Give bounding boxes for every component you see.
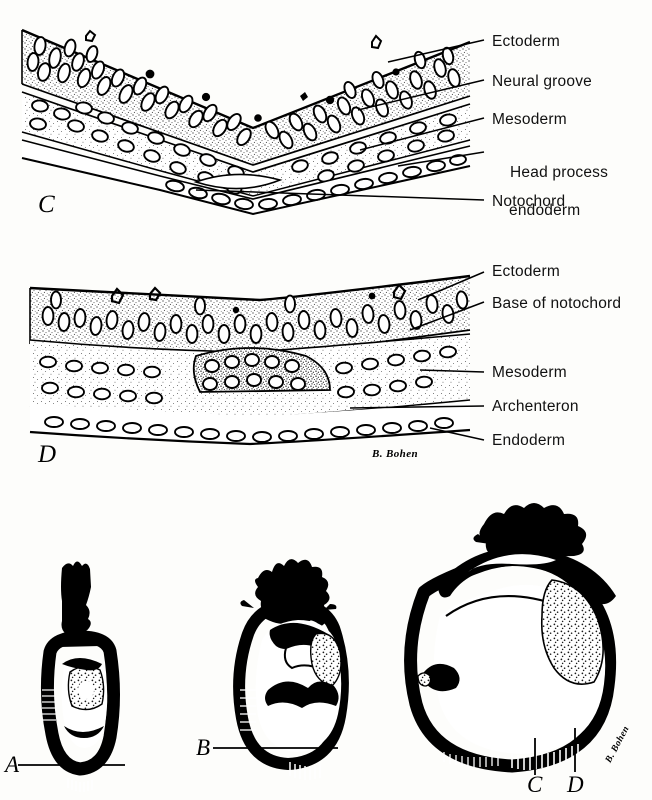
somite-hatching-a bbox=[67, 778, 93, 792]
ectoderm-nuclei-d bbox=[41, 290, 469, 344]
leader-lines-c bbox=[195, 39, 485, 201]
panel-letter-b: B bbox=[196, 735, 211, 760]
mesoderm-nuclei-d bbox=[39, 345, 457, 405]
label-endoderm: Endoderm bbox=[492, 432, 566, 449]
somite-hatching-cd bbox=[511, 744, 579, 770]
section-label-c: C bbox=[527, 772, 543, 797]
somite-hatching-b bbox=[289, 762, 321, 780]
label-mesoderm-d: Mesoderm bbox=[492, 364, 567, 381]
endoderm-nuclei-c bbox=[165, 154, 467, 211]
endoderm-nuclei-d bbox=[44, 416, 454, 443]
embryo-b-drawing bbox=[213, 559, 349, 780]
panel-letter-a: A bbox=[5, 752, 20, 777]
label-mesoderm-c: Mesoderm bbox=[492, 111, 567, 128]
label-head-process-line1: Head process bbox=[510, 164, 609, 181]
label-ectoderm-c: Ectoderm bbox=[492, 33, 560, 50]
label-neural-groove: Neural groove bbox=[492, 73, 592, 90]
label-base-of-notochord: Base of notochord bbox=[492, 295, 622, 312]
label-head-process-endoderm: Head process endoderm bbox=[492, 144, 608, 258]
ectoderm-nuclei-c bbox=[26, 36, 252, 147]
label-archenteron: Archenteron bbox=[492, 398, 579, 415]
artist-signature-d: B. Bohen bbox=[372, 448, 418, 460]
section-c-drawing bbox=[21, 28, 485, 216]
mitotic-stars-d bbox=[110, 283, 407, 305]
label-ectoderm-d: Ectoderm bbox=[492, 263, 560, 280]
leader-lines-d bbox=[349, 271, 485, 441]
embryo-cd-drawing bbox=[404, 503, 617, 775]
section-label-d: D bbox=[567, 772, 584, 797]
embryo-a-drawing bbox=[18, 561, 125, 792]
label-head-process-line2: endoderm bbox=[509, 202, 581, 219]
mitotic-figures-c bbox=[145, 68, 400, 122]
section-d-drawing bbox=[29, 271, 485, 446]
panel-letter-c: C bbox=[38, 191, 55, 218]
label-notochord: Notochord bbox=[492, 193, 566, 210]
panel-letter-d: D bbox=[38, 441, 57, 468]
